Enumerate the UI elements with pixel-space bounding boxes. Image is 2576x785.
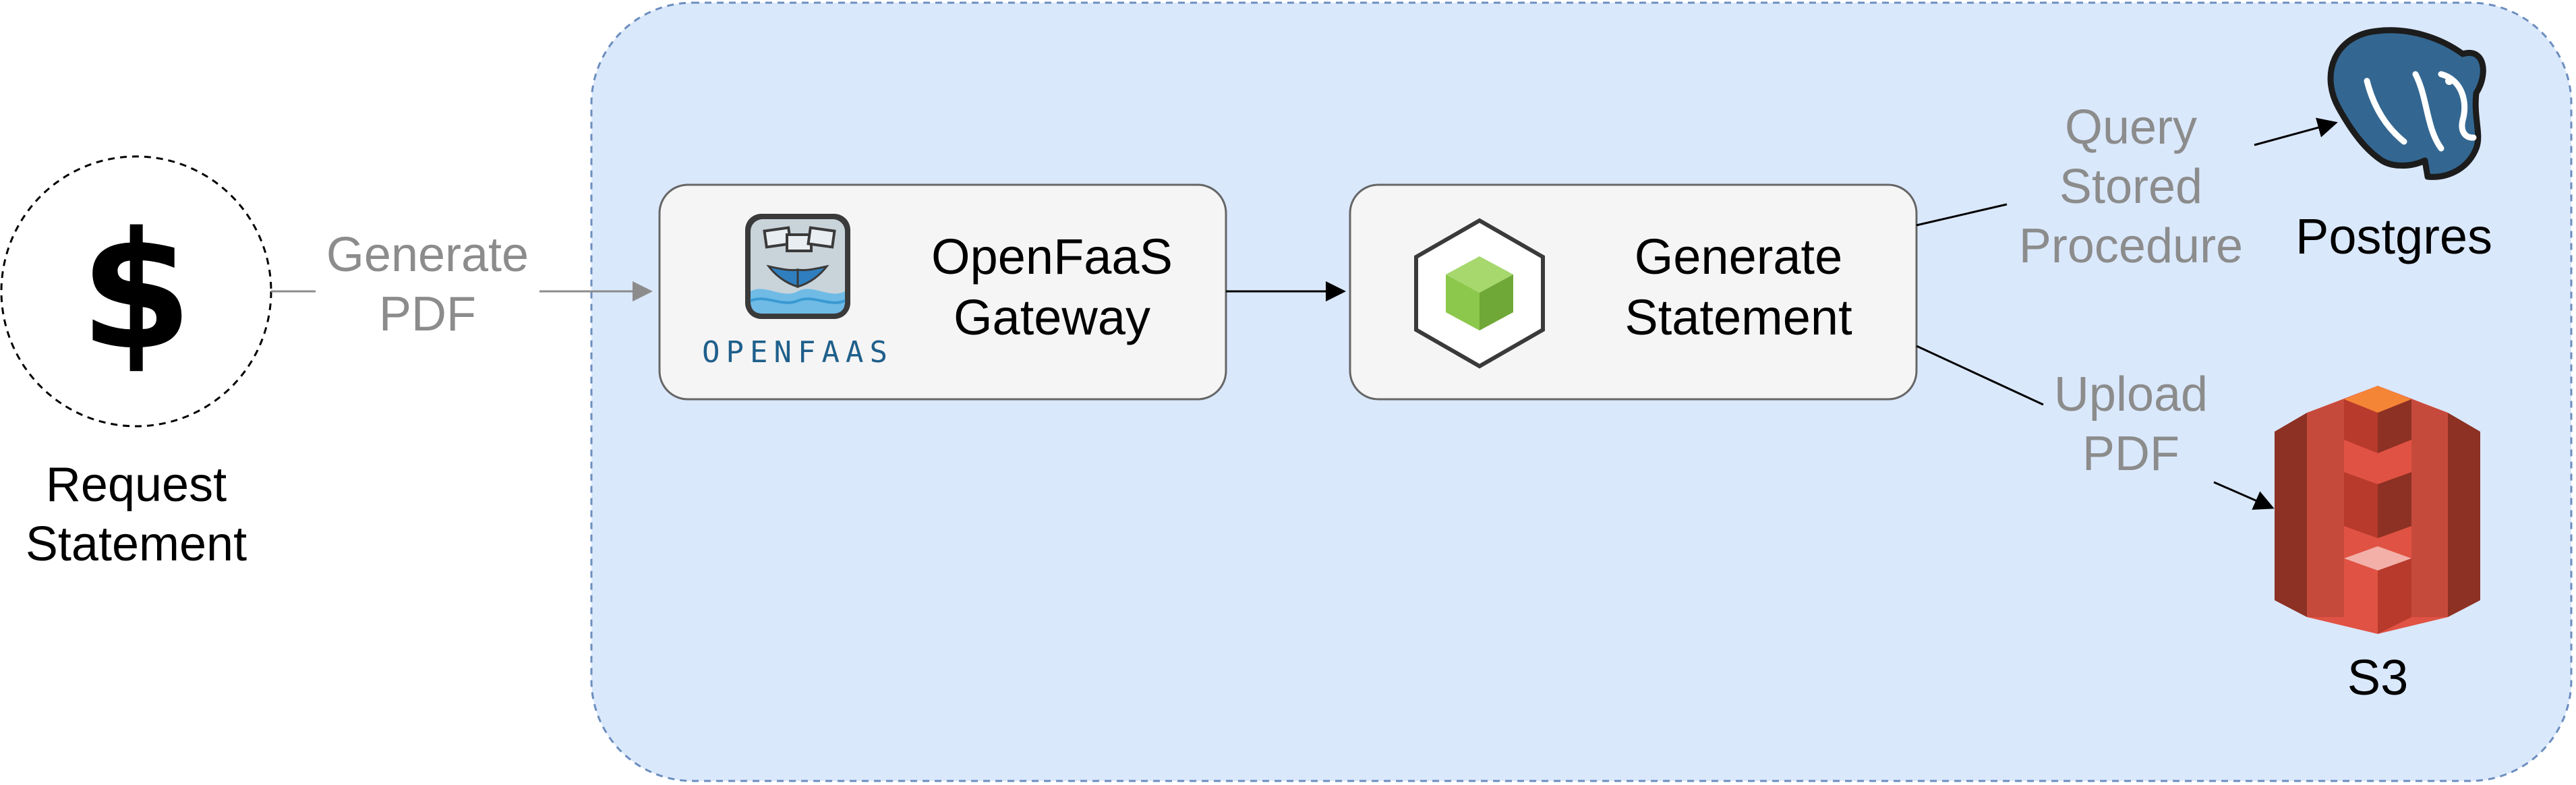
edge-label-query-stored-procedure: Query Stored Procedure bbox=[1969, 98, 2293, 276]
request-statement-label: Request Statement bbox=[0, 456, 272, 575]
svg-text:$: $ bbox=[80, 197, 193, 386]
generate-statement-title-line2: Statement bbox=[1624, 289, 1852, 346]
request-statement-label-line1: Request bbox=[45, 458, 227, 512]
edge-label-upload-pdf: Upload PDF bbox=[1996, 366, 2266, 484]
openfaas-logo-icon bbox=[745, 214, 850, 319]
edge-label-generate-pdf-line1: Generate bbox=[326, 228, 529, 282]
edge-label-query-line2: Stored bbox=[2059, 159, 2203, 214]
postgres-label: Postgres bbox=[2295, 208, 2493, 264]
edge-label-generate-pdf: Generate PDF bbox=[293, 226, 562, 345]
generate-statement-title: Generate Statement bbox=[1563, 227, 1914, 349]
generate-statement-title-line1: Generate bbox=[1634, 229, 1843, 285]
edge-function-to-s3-a bbox=[1916, 345, 2044, 406]
edge-label-upload-line1: Upload bbox=[2053, 368, 2208, 421]
openfaas-logo-text: OPENFAAS bbox=[702, 335, 894, 370]
openfaas-gateway-title: OpenFaaS Gateway bbox=[877, 227, 1227, 349]
openfaas-gateway-title-line1: OpenFaaS bbox=[931, 229, 1173, 285]
postgres-elephant-icon bbox=[2327, 27, 2486, 180]
edge-function-to-s3-b bbox=[2213, 481, 2275, 510]
edge-label-upload-line2: PDF bbox=[2082, 426, 2179, 481]
s3-label: S3 bbox=[2347, 649, 2409, 705]
edge-label-query-line3: Procedure bbox=[2018, 219, 2244, 273]
dollar-sign-icon: $ bbox=[80, 197, 193, 386]
request-statement-label-line2: Statement bbox=[25, 517, 247, 571]
aws-s3-bucket-icon bbox=[2275, 386, 2480, 634]
edge-function-to-postgres-b bbox=[2254, 117, 2338, 146]
edge-function-to-postgres-a bbox=[1916, 203, 2008, 227]
openfaas-gateway-title-line2: Gateway bbox=[953, 289, 1151, 346]
edge-label-query-line1: Query bbox=[2064, 100, 2198, 154]
nodejs-cube-icon bbox=[1414, 218, 1545, 369]
edge-label-generate-pdf-line2: PDF bbox=[379, 287, 476, 341]
